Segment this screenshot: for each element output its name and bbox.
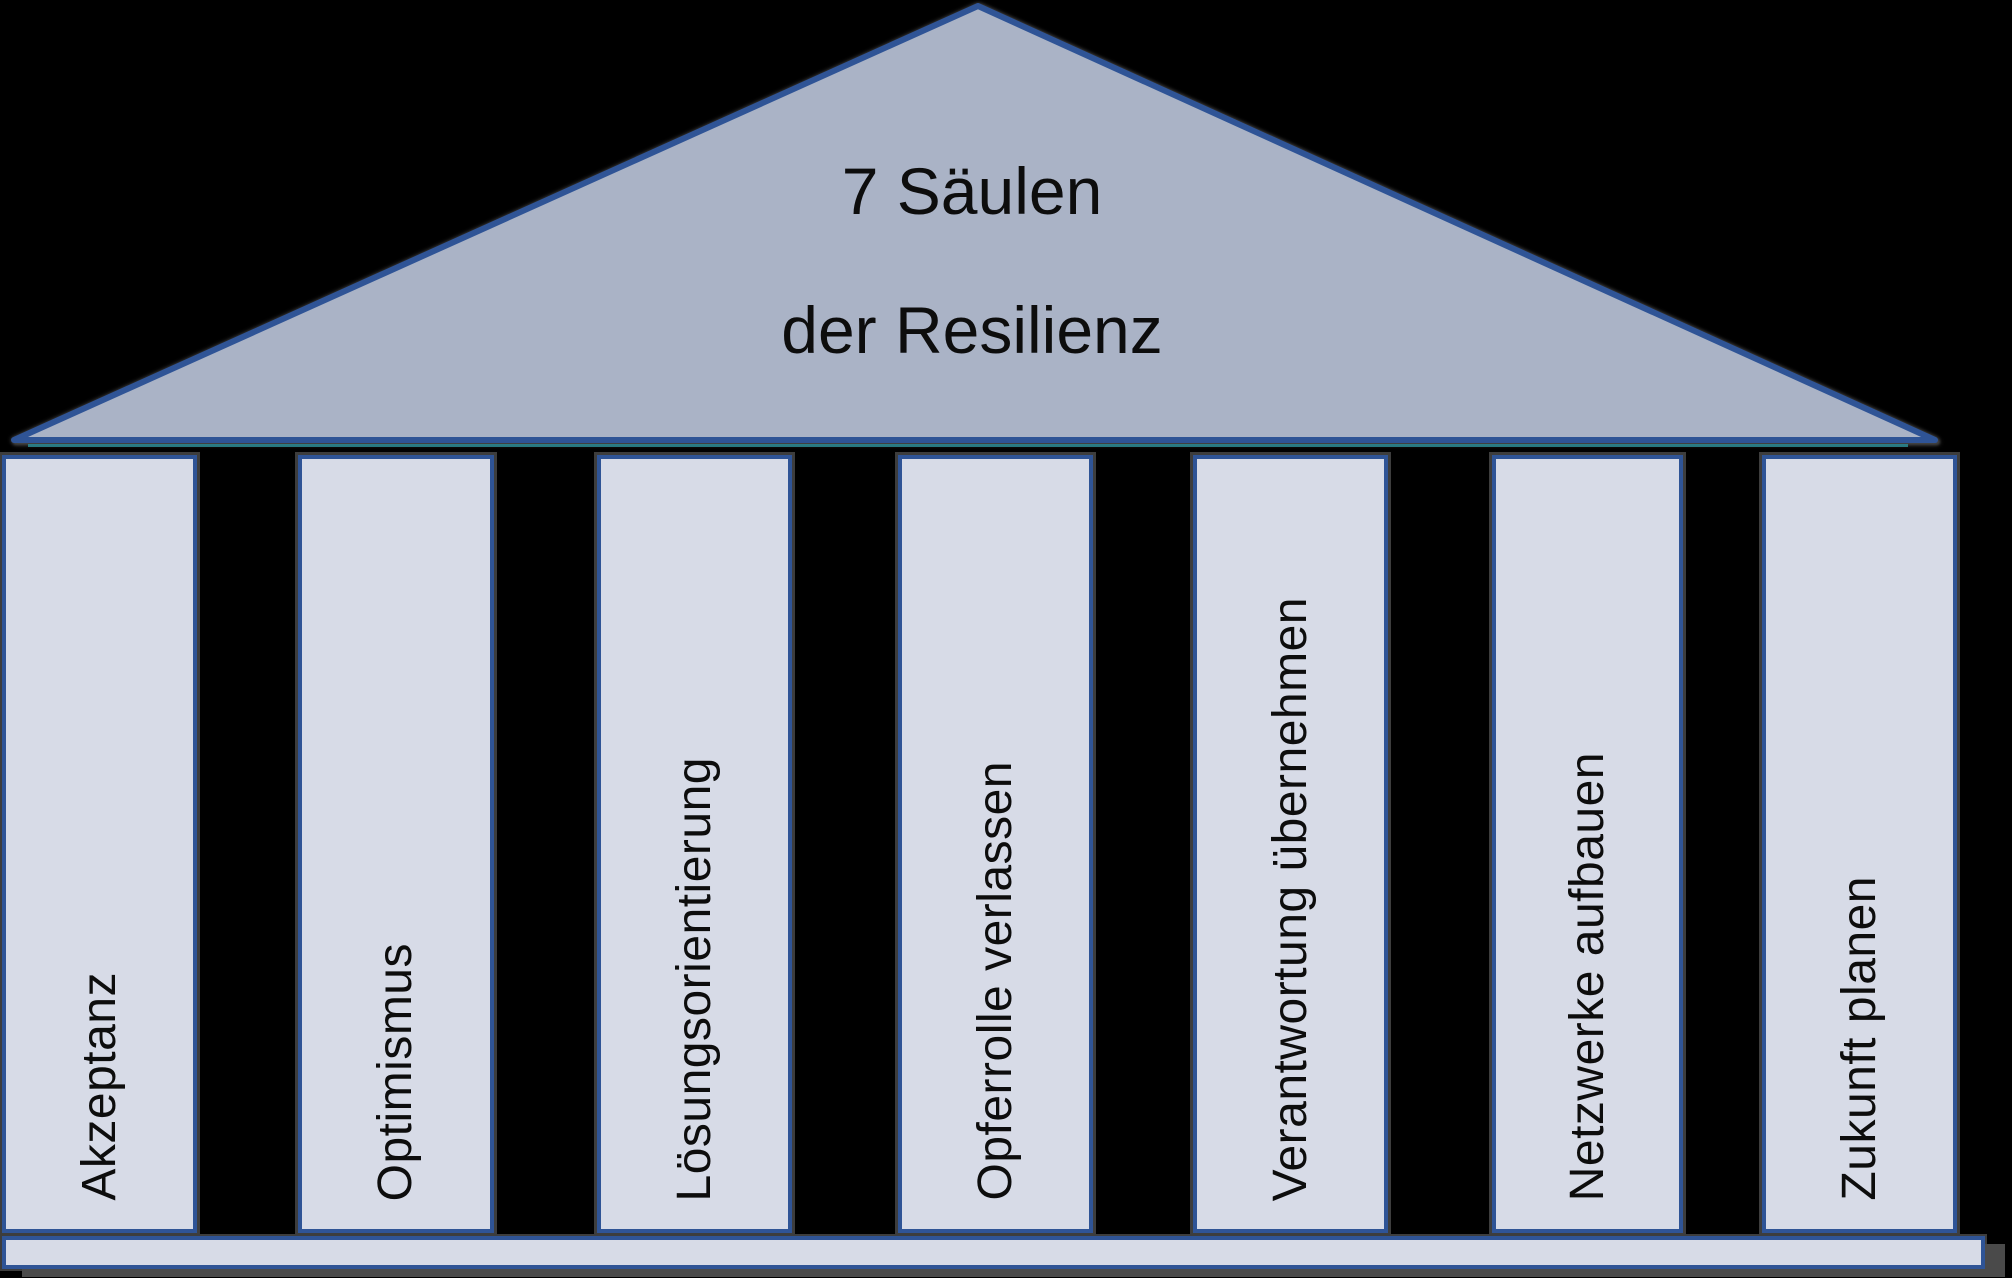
pillar-zukunft-planen: Zukunft planen [1762, 455, 1957, 1233]
pillar-label: Netzwerke aufbauen [1560, 751, 1614, 1201]
pillar-verantwortung-uebernehmen: Verantwortung übernehmen [1193, 455, 1388, 1233]
pillar-label: Opferrolle verlassen [968, 761, 1022, 1201]
pillar-label: Verantwortung übernehmen [1263, 596, 1317, 1201]
pillar-loesungsorientierung: Lösungsorientierung [597, 455, 792, 1233]
diagram-title-line2: der Resilienz [781, 293, 1163, 367]
diagram-title-line1: 7 Säulen [841, 154, 1103, 228]
pillar-label: Lösungsorientierung [667, 756, 721, 1201]
roof-pediment-triangle [11, 3, 1938, 443]
pillar-label: Optimismus [369, 942, 422, 1201]
pillar-label: Akzeptanz [72, 972, 126, 1201]
pillar-opferrolle-verlassen: Opferrolle verlassen [898, 455, 1093, 1233]
pillar-optimismus: Optimismus [298, 455, 494, 1233]
roof-base-underline [28, 444, 1908, 447]
base-beam [2, 1236, 1985, 1269]
pillar-netzwerke-aufbauen: Netzwerke aufbauen [1492, 455, 1683, 1233]
pillar-label: Zukunft planen [1832, 876, 1886, 1201]
pillar-akzeptanz: Akzeptanz [2, 455, 197, 1233]
